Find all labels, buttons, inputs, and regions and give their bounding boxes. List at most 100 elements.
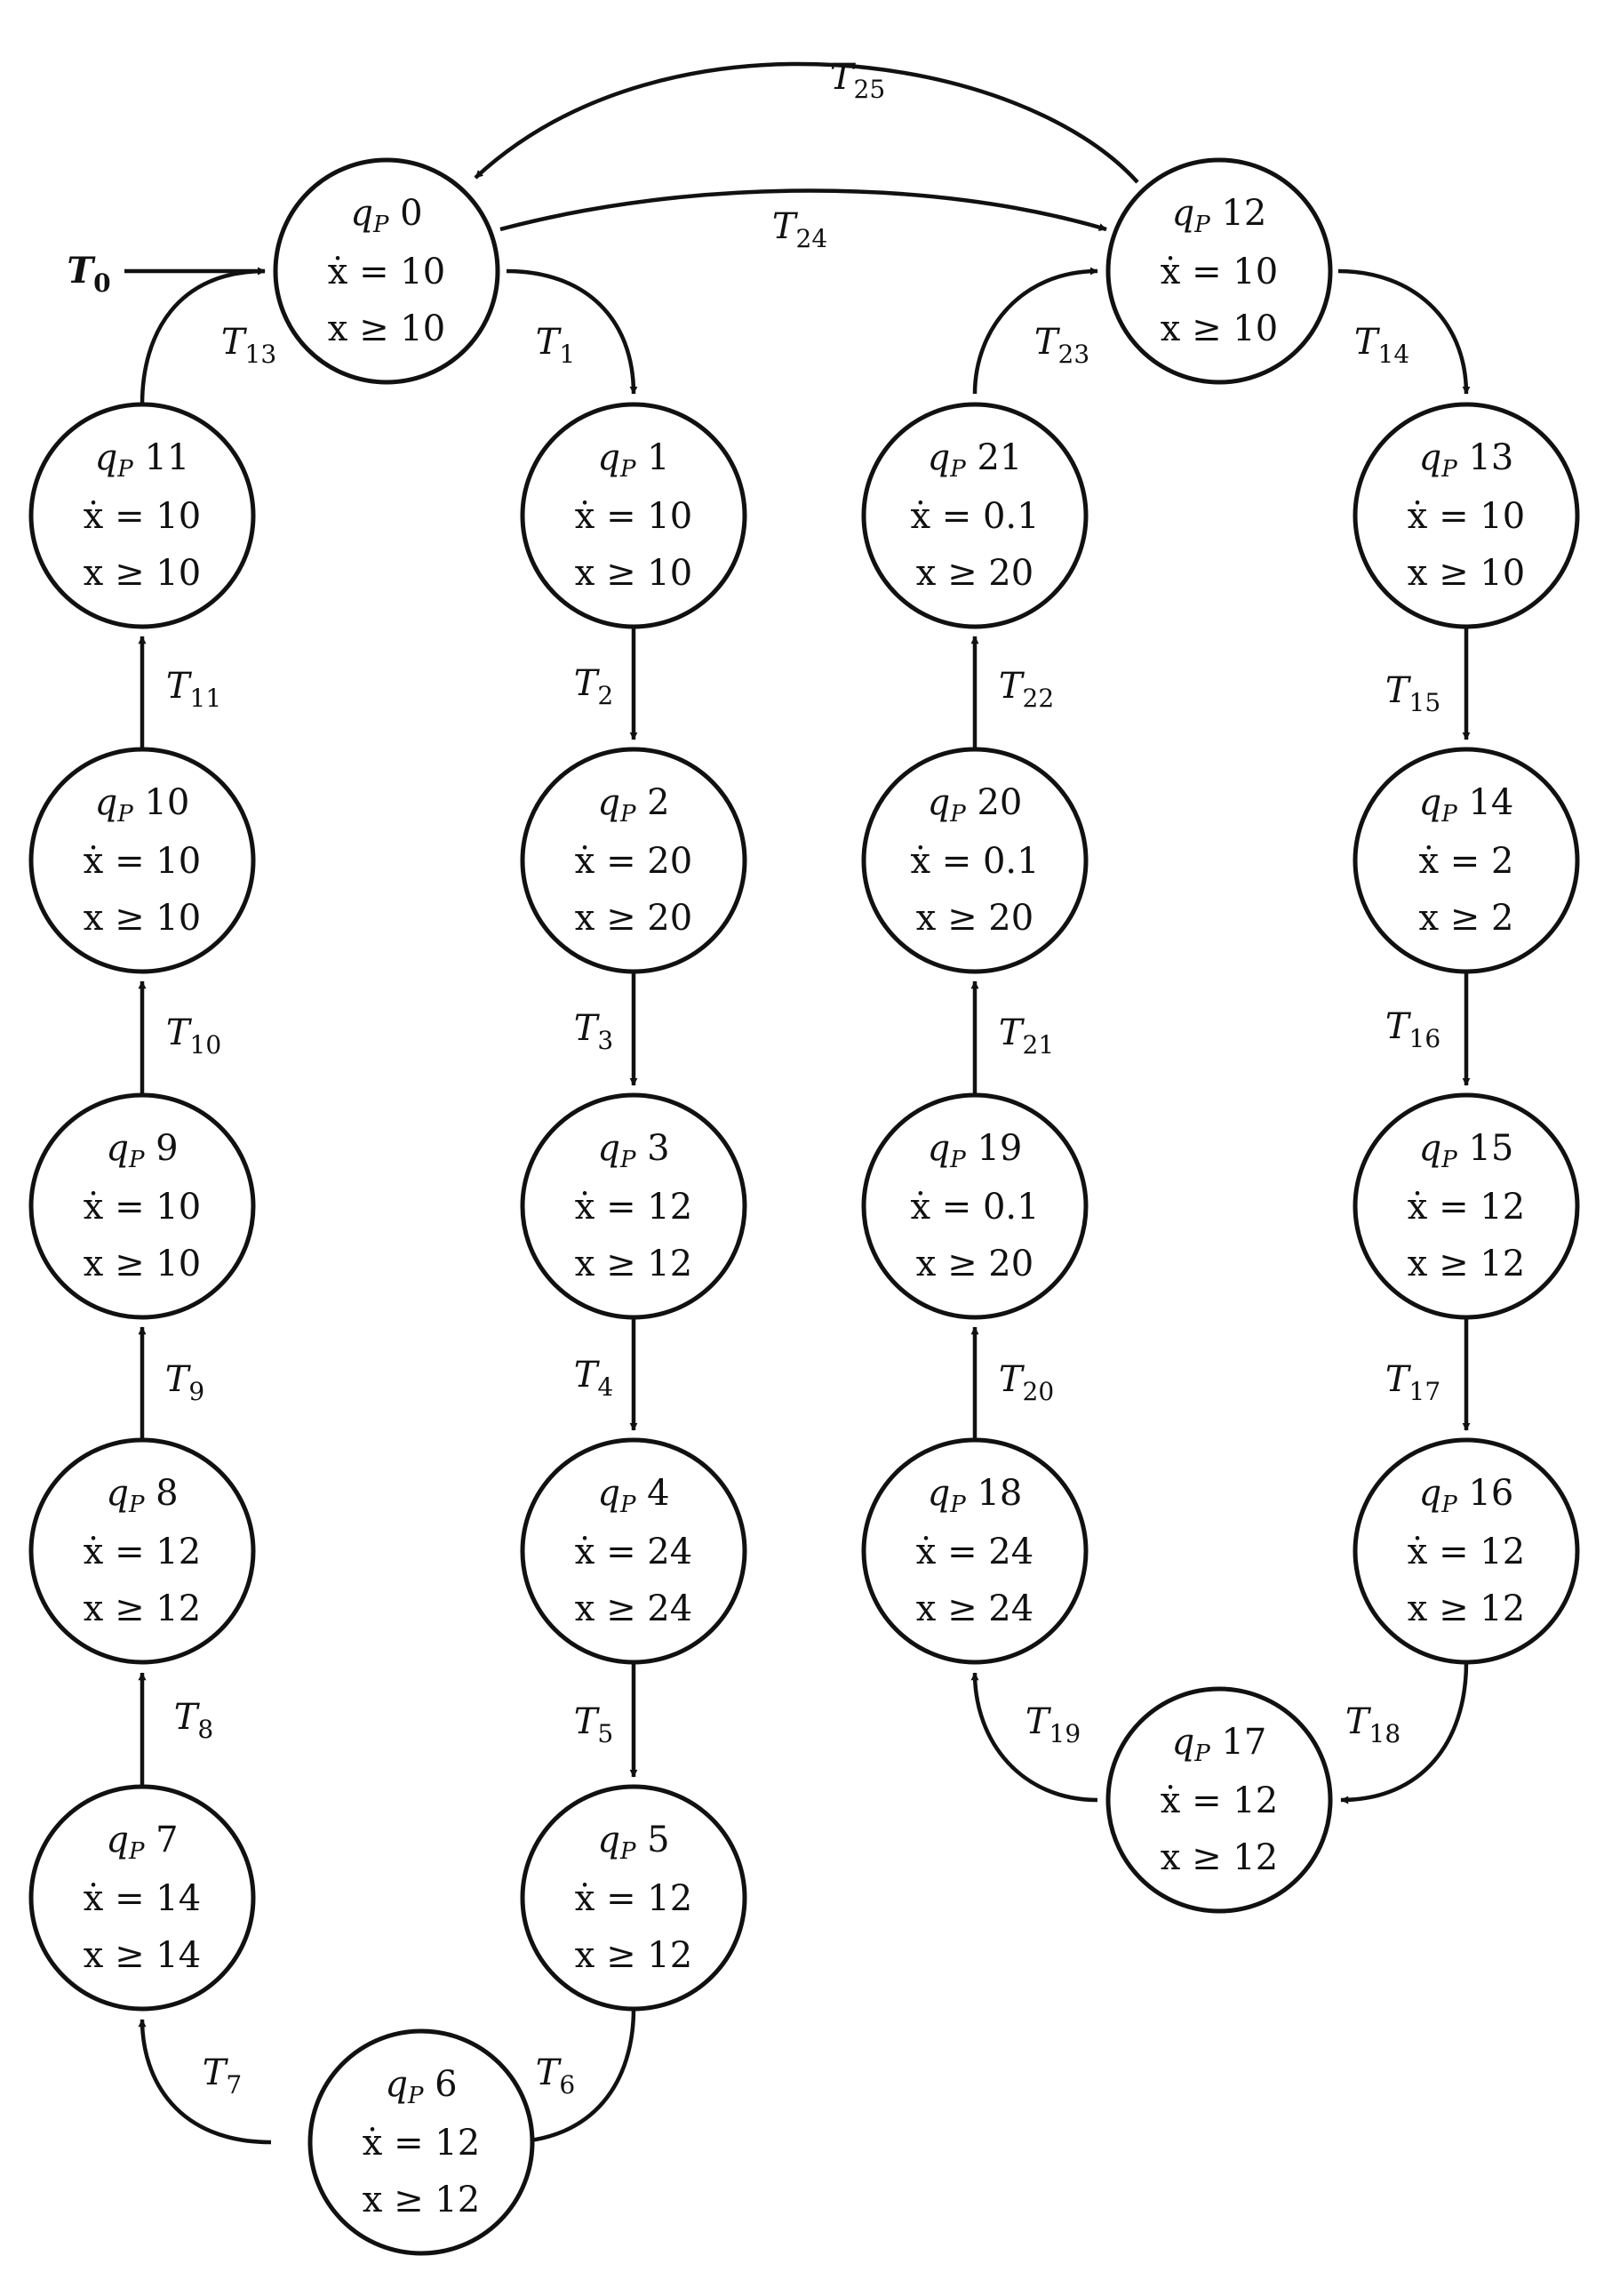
state-node-14: qP 14 ẋ = 2 x ≥ 2 — [1353, 747, 1580, 974]
state-guard: x ≥ 10 — [1408, 553, 1525, 594]
state-guard: x ≥ 24 — [575, 1588, 692, 1629]
transition-arrow-t14 — [1337, 268, 1471, 395]
state-rate: ẋ = 12 — [363, 2123, 480, 2164]
state-name: qP 11 — [95, 437, 190, 483]
state-rate: ẋ = 10 — [1161, 252, 1278, 292]
state-circle — [1353, 747, 1580, 974]
state-node-18: qP 18 ẋ = 24 x ≥ 24 — [861, 1437, 1089, 1665]
state-guard: x ≥ 10 — [575, 553, 692, 594]
state-node-7: qP 7ẋ = 14x ≥ 14 — [28, 1784, 256, 2012]
state-guard: x ≥ 12 — [84, 1588, 201, 1629]
state-node-20: qP 20 ẋ = 0.1 x ≥ 20 — [861, 747, 1089, 974]
transition-label-t11: T11 — [166, 666, 221, 713]
state-rate: ẋ = 14 — [84, 1878, 201, 1919]
state-rate: ẋ = 12 — [84, 1532, 201, 1572]
state-circle — [520, 1784, 747, 2012]
transition-label-t10: T10 — [166, 1012, 221, 1060]
transition-label-t0: T0 — [67, 250, 110, 298]
state-rate: ẋ = 0.1 — [910, 841, 1039, 882]
state-rate: ẋ = 2 — [1419, 841, 1514, 882]
state-name: qP 3 — [597, 1128, 669, 1173]
state-rate: ẋ = 12 — [1408, 1187, 1525, 1228]
state-circle — [1105, 157, 1333, 385]
transition-label-t14: T14 — [1354, 322, 1409, 369]
transition-label-t18: T18 — [1345, 1701, 1401, 1748]
transition-label-t2: T2 — [574, 663, 614, 710]
transition-label-t23: T23 — [1034, 322, 1089, 369]
state-node-1: qP 1ẋ = 10x ≥ 10 — [520, 402, 747, 629]
state-node-12: qP 12 ẋ = 10 x ≥ 10 — [1105, 157, 1333, 385]
state-circle — [861, 747, 1089, 974]
state-guard: x ≥ 10 — [328, 308, 445, 349]
state-guard: x ≥ 12 — [575, 1244, 692, 1284]
transition-label-t19: T19 — [1025, 1701, 1081, 1748]
state-rate: ẋ = 10 — [84, 1187, 201, 1228]
transition-label-t5: T5 — [574, 1701, 614, 1748]
state-name: qP 14 — [1419, 782, 1514, 828]
state-circle — [520, 1092, 747, 1320]
state-circle — [861, 402, 1089, 629]
state-rate: ẋ = 24 — [575, 1532, 692, 1572]
transition-label-t7: T7 — [203, 2052, 243, 2100]
state-guard: x ≥ 10 — [1161, 308, 1278, 349]
state-rate: ẋ = 10 — [575, 496, 692, 537]
state-name: qP 21 — [928, 437, 1023, 483]
state-circle — [28, 1437, 256, 1665]
transition-label-t22: T22 — [999, 666, 1054, 713]
state-name: qP 12 — [1172, 193, 1267, 238]
state-node-13: qP 13ẋ = 10x ≥ 10 — [1353, 402, 1580, 629]
transition-arrow-t25 — [474, 61, 1139, 184]
state-rate: ẋ = 12 — [1408, 1532, 1525, 1572]
transition-label-t9: T9 — [165, 1359, 205, 1406]
state-name: qP 2 — [597, 782, 669, 828]
state-circle — [1105, 1686, 1333, 1914]
state-circle — [520, 1437, 747, 1665]
state-guard: x ≥ 10 — [84, 898, 201, 939]
state-rate: ẋ = 0.1 — [910, 496, 1039, 537]
state-node-5: qP 5ẋ = 12x ≥ 12 — [520, 1784, 747, 2012]
state-circle — [520, 402, 747, 629]
state-node-21: qP 21ẋ = 0.1x ≥ 20 — [861, 402, 1089, 629]
transition-label-t6: T6 — [536, 2052, 576, 2100]
state-circle — [28, 747, 256, 974]
transition-arrow-t1 — [506, 268, 638, 395]
state-circle — [861, 1437, 1089, 1665]
transition-label-t15: T15 — [1385, 670, 1440, 717]
state-name: qP 5 — [597, 1820, 669, 1865]
state-name: qP 10 — [95, 782, 190, 828]
state-circle — [28, 1784, 256, 2012]
state-circle — [28, 1092, 256, 1320]
state-guard: x ≥ 12 — [575, 1935, 692, 1976]
state-name: qP 6 — [385, 2064, 457, 2109]
transitions-layer — [124, 61, 1471, 2147]
state-node-15: qP 15ẋ = 12x ≥ 12 — [1353, 1092, 1580, 1320]
state-circle — [861, 1092, 1089, 1320]
transition-arrow-t24 — [499, 188, 1107, 232]
state-name: qP 17 — [1172, 1722, 1267, 1767]
state-node-9: qP 9ẋ = 10x ≥ 10 — [28, 1092, 256, 1320]
transition-arrow-t23 — [972, 267, 1098, 395]
transition-label-t16: T16 — [1385, 1006, 1440, 1053]
state-guard: x ≥ 10 — [84, 1244, 201, 1284]
state-guard: x ≥ 20 — [916, 898, 1033, 939]
state-guard: x ≥ 2 — [1419, 898, 1514, 939]
state-rate: ẋ = 24 — [916, 1532, 1033, 1572]
state-node-0: qP 0ẋ = 10x ≥ 10 — [273, 157, 500, 385]
state-name: qP 18 — [928, 1473, 1023, 1518]
transition-label-t17: T17 — [1385, 1359, 1440, 1406]
state-guard: x ≥ 12 — [1161, 1837, 1278, 1878]
state-name: qP 20 — [928, 782, 1023, 828]
state-name: qP 13 — [1419, 437, 1514, 483]
state-node-6: qP 6 ẋ = 12 x ≥ 12 — [307, 2028, 535, 2256]
state-circle — [1353, 402, 1580, 629]
state-guard: x ≥ 12 — [363, 2180, 480, 2220]
state-guard: x ≥ 20 — [575, 898, 692, 939]
transition-arrow-t13 — [140, 267, 266, 405]
state-guard: x ≥ 24 — [916, 1588, 1033, 1629]
state-name: qP 4 — [597, 1473, 669, 1518]
state-guard: x ≥ 12 — [1408, 1588, 1525, 1629]
state-guard: x ≥ 12 — [1408, 1244, 1525, 1284]
state-name: qP 0 — [350, 193, 422, 238]
